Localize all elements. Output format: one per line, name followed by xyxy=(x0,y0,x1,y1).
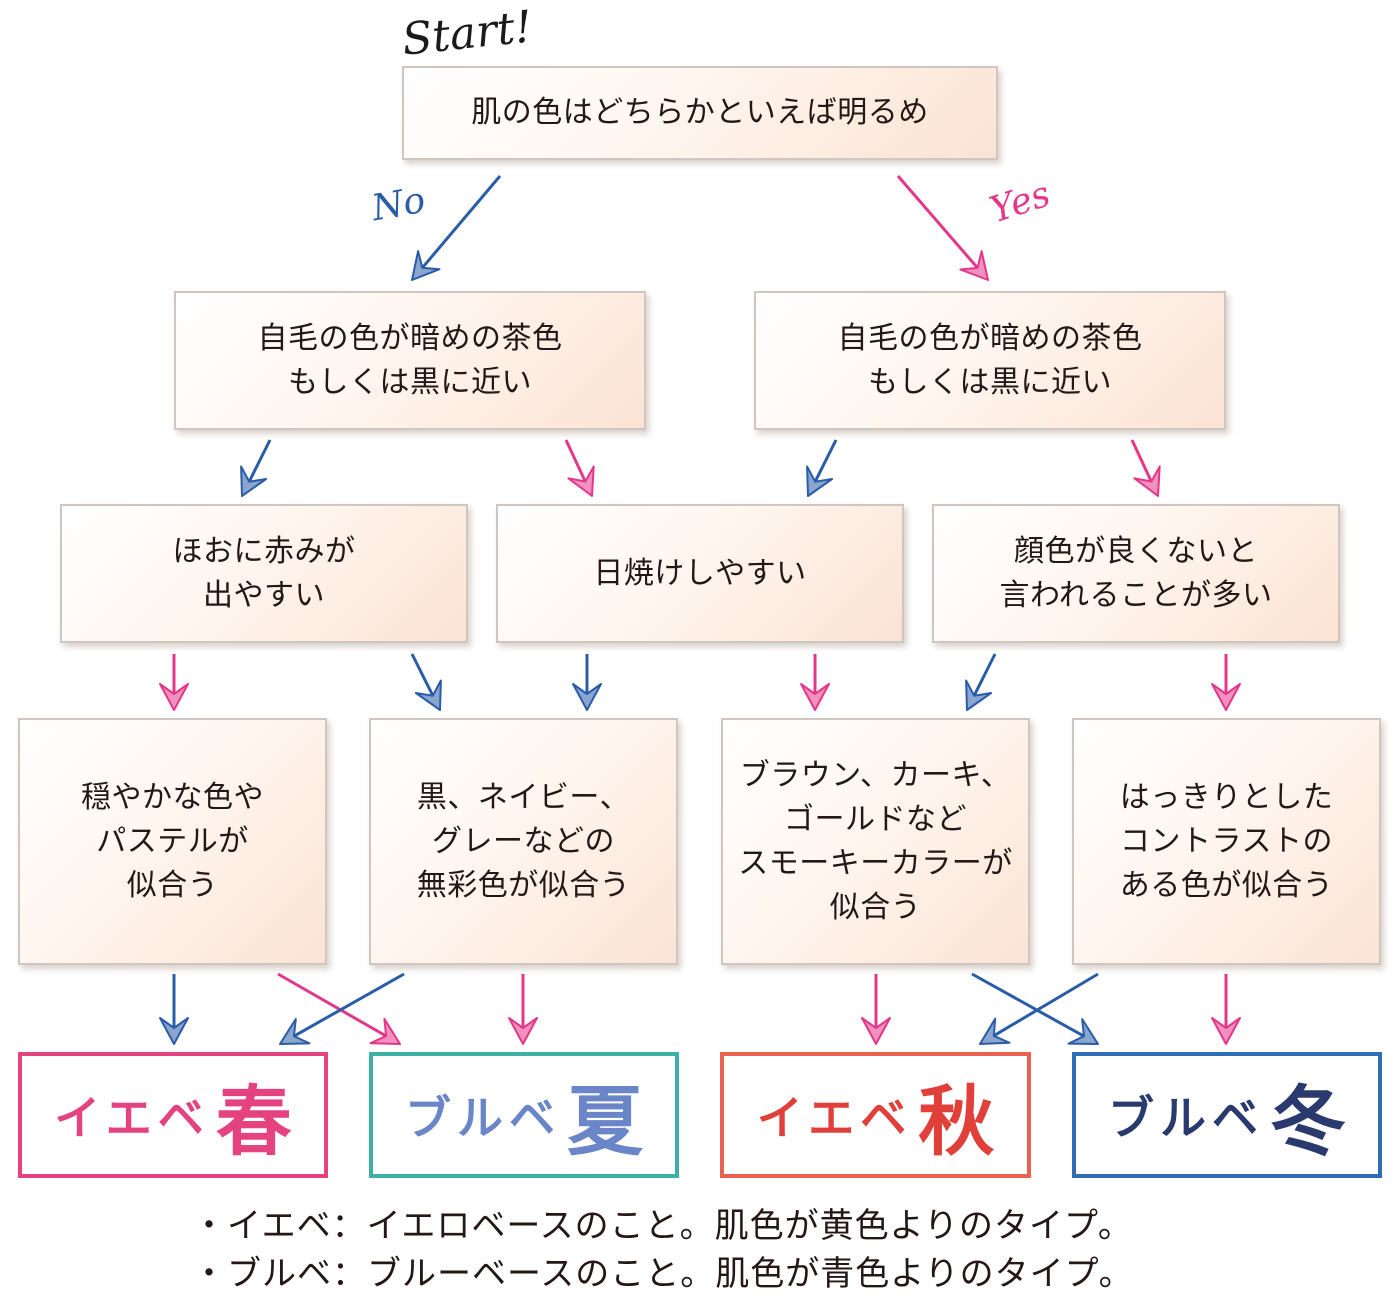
question-red-cheeks: ほおに赤みが 出やすい xyxy=(60,504,468,643)
yes-arrow-cheeks xyxy=(159,654,189,711)
trait-achromatic: 黒、ネイビー、 グレーなどの 無彩色が似合う xyxy=(369,718,678,965)
question-line: 自毛の色が暗めの茶色 xyxy=(257,320,563,356)
question-line: もしくは黒に近い xyxy=(288,364,532,400)
question-line: 自毛の色が暗めの茶色 xyxy=(837,320,1143,356)
arrow-to-winter xyxy=(1211,974,1241,1045)
result-prefix: イエベ xyxy=(756,1091,913,1145)
trait-line: 黒、ネイビー、 xyxy=(416,779,631,815)
trait-line: スモーキーカラーが xyxy=(738,845,1013,881)
question-hair-dark-right: 自毛の色が暗めの茶色 もしくは黒に近い xyxy=(754,291,1226,430)
question-tans-easily: 日焼けしやすい xyxy=(496,504,904,643)
question-line: 肌の色はどちらかといえば明るめ xyxy=(471,95,929,130)
arrow-to-summer xyxy=(508,974,538,1045)
result-season: 秋 xyxy=(918,1077,995,1166)
trait-line: コントラストの xyxy=(1120,823,1333,859)
yes-arrow-start xyxy=(896,175,989,281)
trait-line: 似合う xyxy=(829,889,922,925)
trait-line: 無彩色が似合う xyxy=(416,867,631,903)
result-autumn: イエベ 秋 xyxy=(720,1052,1031,1178)
result-spring: イエベ 春 xyxy=(18,1052,328,1178)
result-winter: ブルベ 冬 xyxy=(1072,1052,1382,1178)
arrow-to-summer-cross xyxy=(277,972,401,1045)
trait-soft-pastel: 穏やかな色や パステルが 似合う xyxy=(18,718,327,965)
trait-line: 穏やかな色や xyxy=(81,779,264,815)
arrow-to-autumn xyxy=(861,974,891,1045)
trait-line: 似合う xyxy=(126,867,219,903)
note-blue-base: ・ブルベ：ブルーベースのこと。肌色が青色よりのタイプ。 xyxy=(192,1254,1134,1294)
arrow-to-spring xyxy=(159,974,189,1045)
arrow-to-autumn-cross xyxy=(979,972,1099,1045)
question-hair-dark-left: 自毛の色が暗めの茶色 もしくは黒に近い xyxy=(174,291,646,430)
yes-arrow-hair-left xyxy=(564,439,595,497)
no-arrow-cheeks xyxy=(410,653,442,711)
trait-high-contrast: はっきりとした コントラストの ある色が似合う xyxy=(1072,718,1381,965)
arrow-to-winter-cross xyxy=(971,972,1099,1045)
no-arrow-pale xyxy=(965,653,997,711)
yes-arrow-hair-right xyxy=(1130,439,1161,497)
no-arrow-hair-left xyxy=(240,439,272,497)
question-skin-bright: 肌の色はどちらかといえば明るめ xyxy=(402,66,998,160)
result-season: 冬 xyxy=(1270,1077,1346,1166)
question-line: もしくは黒に近い xyxy=(868,364,1112,400)
question-line: 顔色が良くないと xyxy=(1014,533,1258,569)
trait-line: パステルが xyxy=(96,823,249,859)
trait-line: はっきりとした xyxy=(1119,779,1334,815)
note-yellow-base: ・イエベ：イエロベースのこと。肌色が黄色よりのタイプ。 xyxy=(192,1206,1133,1246)
result-prefix: イエベ xyxy=(54,1091,210,1145)
question-line: 出やすい xyxy=(203,577,325,613)
yes-arrow-pale xyxy=(1211,654,1241,711)
trait-line: ある色が似合う xyxy=(1119,867,1334,903)
result-prefix: ブルベ xyxy=(405,1091,561,1145)
result-season: 夏 xyxy=(567,1077,643,1166)
question-line: 言われることが多い xyxy=(999,577,1273,613)
question-line: 日焼けしやすい xyxy=(593,555,807,591)
result-prefix: ブルベ xyxy=(1108,1091,1264,1145)
result-summer: ブルベ 夏 xyxy=(369,1052,679,1178)
question-pale-complexion: 顔色が良くないと 言われることが多い xyxy=(932,504,1340,643)
trait-line: ブラウン、カーキ、 xyxy=(739,757,1012,793)
no-arrow-start xyxy=(411,175,502,281)
trait-smoky: ブラウン、カーキ、 ゴールドなど スモーキーカラーが 似合う xyxy=(721,718,1030,965)
yes-arrow-tan xyxy=(800,654,830,711)
no-arrow-tan xyxy=(572,654,602,711)
result-season: 春 xyxy=(215,1077,292,1166)
no-arrow-hair-right xyxy=(806,439,838,497)
trait-line: グレーなどの xyxy=(432,823,615,859)
arrow-to-spring-cross xyxy=(279,972,405,1045)
question-line: ほおに赤みが xyxy=(172,533,356,569)
trait-line: ゴールドなど xyxy=(784,801,967,837)
